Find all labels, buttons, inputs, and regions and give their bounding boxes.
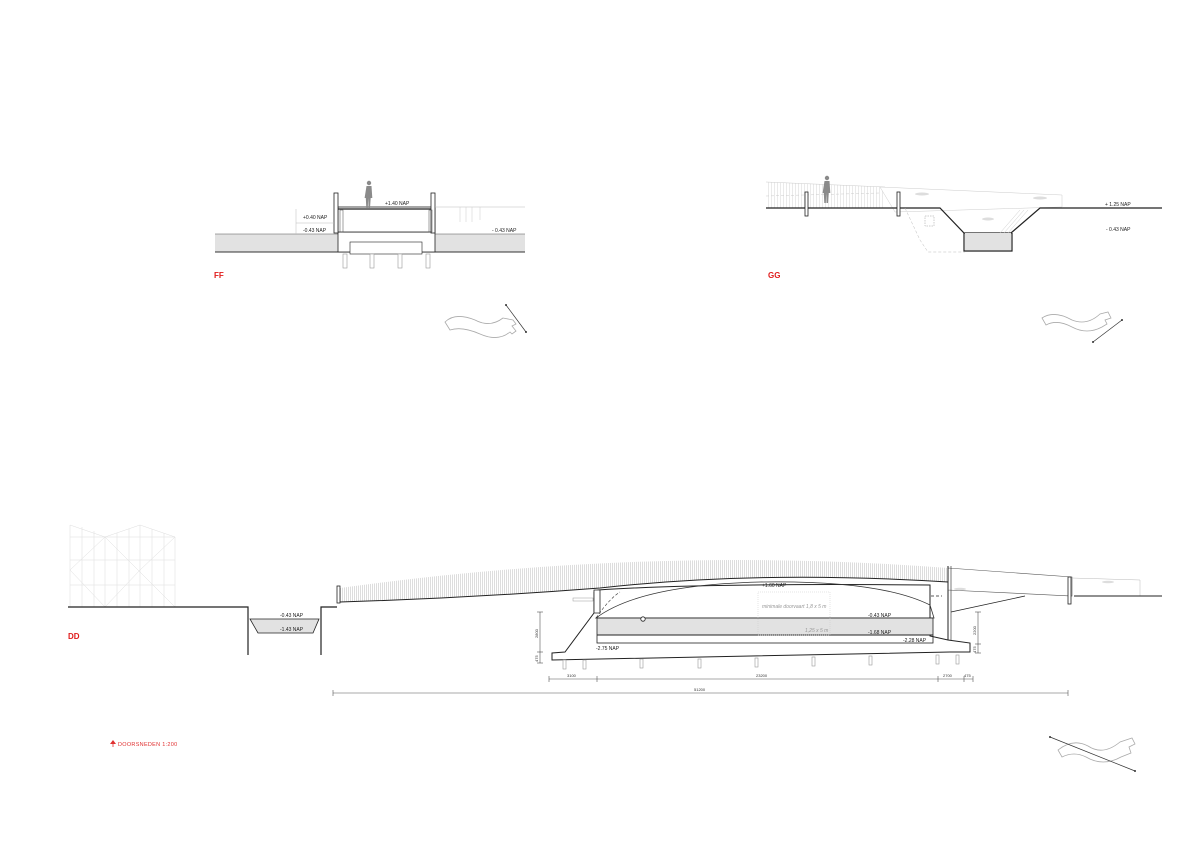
section-gg: + 1.25 NAP - 0.43 NAP GG <box>765 175 1162 280</box>
clearance-label: minimale doorvaart 1,8 x 5 m <box>762 604 826 610</box>
level-label: -0.43 NAP <box>303 228 327 234</box>
dimension-label: 3100 <box>567 673 577 678</box>
level-label: -0.43 NAP <box>868 613 892 619</box>
level-label: -2.28 NAP <box>903 638 927 644</box>
clearance-label: 1,25 x 5 m <box>805 628 828 634</box>
key-plan-gg-icon <box>1041 311 1123 343</box>
level-label: +1.40 NAP <box>385 201 410 207</box>
section-title: DD <box>68 632 80 641</box>
dimension-label: 23200 <box>756 673 768 678</box>
foundation-piles <box>562 654 960 670</box>
key-plan-ff-icon <box>444 304 527 338</box>
north-arrow-icon <box>110 740 116 747</box>
sheet-caption: DOORSNEDEN 1:200 <box>110 740 178 748</box>
level-label: + 1.25 NAP <box>1105 202 1131 208</box>
level-label: -0.43 NAP <box>280 613 304 619</box>
level-label: - 0.43 NAP <box>492 228 517 234</box>
dimension-label: 475 <box>964 673 971 678</box>
level-label: - 0.43 NAP <box>1106 227 1131 233</box>
level-label: -1.43 NAP <box>280 627 304 633</box>
greenhouse-structure <box>69 524 176 608</box>
level-label: +1.60 NAP <box>762 583 787 589</box>
dimension-label: 475 <box>534 655 539 662</box>
vertical-dimension-right <box>975 611 981 654</box>
horizontal-dimensions <box>332 676 1069 696</box>
caption-label: DOORSNEDEN 1:200 <box>118 742 178 748</box>
vertical-dimension-left <box>537 611 543 664</box>
bridge-railing <box>340 559 948 602</box>
dimension-label: 51200 <box>694 687 706 692</box>
dimension-label: 2200 <box>972 625 977 635</box>
person-silhouette-icon <box>822 175 831 203</box>
dimension-label: 2700 <box>943 673 953 678</box>
person-silhouette-icon <box>364 180 373 208</box>
section-title: GG <box>768 271 780 280</box>
level-label: -2.75 NAP <box>596 646 620 652</box>
level-label: +0.40 NAP <box>303 215 328 221</box>
key-plan-dd-icon <box>1049 736 1136 772</box>
section-title: FF <box>214 271 224 280</box>
dimension-label: 475 <box>972 646 977 653</box>
level-label: -1.68 NAP <box>868 630 892 636</box>
section-dd: -0.43 NAP -1.43 NAP DD <box>68 524 1162 696</box>
section-ff: +0.40 NAP -0.43 NAP +1.40 NAP - 0.43 NAP… <box>214 180 525 280</box>
dimension-label: 2800 <box>534 628 539 638</box>
